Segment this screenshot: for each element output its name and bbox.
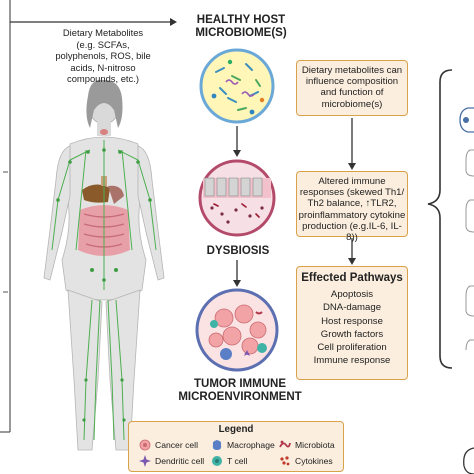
healthy-title-line-2: MICROBIOME(S) <box>195 27 287 39</box>
tumor-title-line-2: MICROENVIRONMENT <box>178 391 302 403</box>
microbiota-icon <box>279 440 291 448</box>
t-cell-icon <box>212 456 222 466</box>
legend-item-cytokines: Cytokines <box>279 455 333 467</box>
box1-line-4: microbiome(s) <box>321 98 383 110</box>
legend-label: Macrophage <box>227 440 275 450</box>
altered-immune-box: Altered immune responses (skewed Th1/ Th… <box>296 171 408 243</box>
box2-line-2: responses (skewed Th1/ <box>299 187 405 199</box>
pathway-item: Host response <box>321 315 383 327</box>
arrow-head-4 <box>348 258 356 265</box>
pathway-item: Cell proliferation <box>317 342 387 354</box>
healthy-microbiome-title: HEALTHY HOST MICROBIOME(S) <box>176 14 306 40</box>
arrow-head-2 <box>233 280 241 287</box>
legend-item-microbiota: Microbiota <box>279 439 335 451</box>
healthy-microbiome-icon <box>199 48 275 124</box>
healthy-title-line-1: HEALTHY HOST <box>196 14 286 26</box>
tumor-microenvironment-icon <box>195 288 279 372</box>
pathway-item: Apoptosis <box>330 289 374 301</box>
tumor-title-line-1: TUMOR IMMUNE <box>194 378 286 390</box>
box2-line-1: Altered immune <box>318 176 386 187</box>
legend-title: Legend <box>218 424 254 435</box>
legend-label: Cytokines <box>295 456 333 466</box>
box1-line-2: influence composition <box>305 76 399 88</box>
dysbiosis-icon <box>198 159 276 237</box>
human-body-figure <box>43 79 165 451</box>
effected-pathways-box: Effected Pathways Apoptosis DNA-damage H… <box>296 266 408 380</box>
legend-item-t-cell: T cell <box>211 455 247 467</box>
macrophage-icon <box>212 440 222 450</box>
arrow-head-3 <box>348 163 356 170</box>
legend-label: Microbiota <box>295 440 335 450</box>
legend-label: Dendritic cell <box>155 456 205 466</box>
box2-line-5: production (e.g.IL-6, IL-8)) <box>302 220 402 244</box>
box2-line-4: proinflammatory cytokine <box>298 209 406 221</box>
pathways-title: Effected Pathways <box>301 272 403 284</box>
metabolites-influence-box: Dietary metabolites can influence compos… <box>296 60 408 116</box>
diet-line-1: Dietary Metabolites <box>62 27 144 38</box>
legend-box: Legend Cancer cell Macrophage Microbiota… <box>128 421 344 472</box>
diet-line-3: polyphenols, ROS, bile <box>55 50 151 62</box>
legend-label: Cancer cell <box>155 440 198 450</box>
box1-line-1: Dietary metabolites can <box>301 65 403 76</box>
legend-item-dendritic-cell: Dendritic cell <box>139 455 204 467</box>
cytokines-icon <box>280 456 290 466</box>
diet-line-5: compounds, etc.) <box>67 73 139 85</box>
right-brace <box>427 69 453 369</box>
box1-line-3: and function of <box>320 87 384 99</box>
legend-item-macrophage: Macrophage <box>211 439 275 451</box>
pathway-item: Growth factors <box>320 328 384 340</box>
diet-line-4: acids, N-nitroso <box>70 61 136 73</box>
pathway-item: DNA-damage <box>322 302 382 314</box>
dietary-metabolites-text: Dietary Metabolites (e.g. SCFAs, polyphe… <box>38 27 168 85</box>
legend-label: T cell <box>227 456 248 466</box>
right-cropped-panel <box>459 107 474 474</box>
legend-item-cancer-cell: Cancer cell <box>139 439 198 451</box>
dysbiosis-title: DYSBIOSIS <box>206 245 270 257</box>
dendritic-cell-icon <box>139 455 151 467</box>
arrow-head-1 <box>233 150 241 157</box>
pathway-item: Immune response <box>313 355 391 367</box>
tumor-microenvironment-title: TUMOR IMMUNE MICROENVIRONMENT <box>160 378 320 404</box>
cancer-cell-icon <box>139 439 151 451</box>
diet-line-2: (e.g. SCFAs, <box>76 38 130 50</box>
box2-line-3: Th2 balance, ↑TLR2, <box>307 198 397 210</box>
diet-arrow-head <box>170 18 177 26</box>
